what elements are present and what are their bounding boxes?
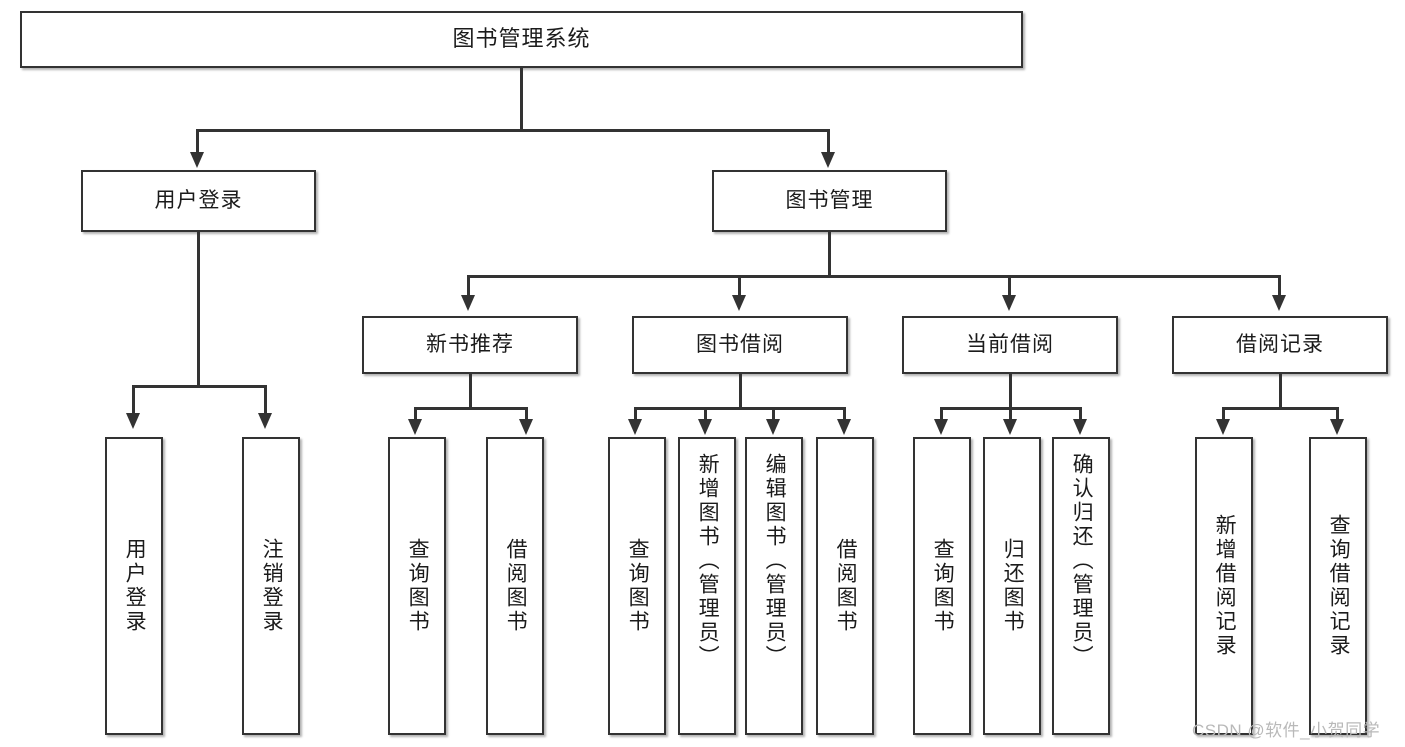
leaf-user-login-login[interactable]: 用户登录 (105, 437, 163, 735)
connector-level3-bus (467, 275, 1280, 278)
node-label: 借阅图书 (834, 538, 858, 634)
arrow-book-borrow-leaf-2 (698, 419, 712, 435)
arrow-to-user-login (190, 152, 204, 168)
node-label: 图书管理系统 (452, 26, 591, 52)
csdn-watermark: CSDN @软件_小贺同学 (1192, 721, 1381, 740)
connector-user-login-bus (132, 385, 267, 388)
node-label: 图书管理 (785, 189, 874, 213)
node-book-management[interactable]: 图书管理 (712, 170, 947, 232)
connector-borrow-record-bus (1222, 407, 1339, 410)
node-label: 注销登录 (260, 538, 284, 634)
connector-book-borrow-drop-1 (634, 407, 637, 421)
leaf-borrow-record-query[interactable]: 查询借阅记录 (1309, 437, 1367, 735)
node-label: 归还图书 (1001, 538, 1025, 634)
node-root-system[interactable]: 图书管理系统 (20, 11, 1023, 68)
arrow-new-book-leaf-2 (519, 419, 533, 435)
connector-user-login-drop-1 (132, 385, 135, 415)
connector-current-borrow-drop-3 (1079, 407, 1082, 421)
connector-level3-drop-2 (738, 275, 741, 297)
connector-level3-drop-1 (467, 275, 470, 297)
arrow-new-book-leaf-1 (408, 419, 422, 435)
arrow-borrow-record-leaf-2 (1330, 419, 1344, 435)
leaf-current-borrow-return[interactable]: 归还图书 (983, 437, 1041, 735)
arrow-to-current-borrow (1002, 295, 1016, 311)
leaf-current-borrow-confirm[interactable]: 确认归还（管理员） (1052, 437, 1110, 735)
node-label: 用户登录 (123, 538, 147, 634)
connector-current-borrow-stem (1009, 374, 1012, 409)
arrow-book-borrow-leaf-4 (837, 419, 851, 435)
leaf-borrow-record-add[interactable]: 新增借阅记录 (1195, 437, 1253, 735)
arrow-to-borrow-record (1272, 295, 1286, 311)
connector-borrow-record-drop-1 (1222, 407, 1225, 421)
connector-user-login-stem (197, 232, 200, 387)
node-label: 查询图书 (406, 538, 430, 634)
node-label: 编辑图书（管理员） (763, 453, 787, 669)
arrow-user-login-leaf-1 (126, 413, 140, 429)
arrow-to-book-borrow (732, 295, 746, 311)
node-label: 查询图书 (931, 538, 955, 634)
connector-level3-drop-3 (1008, 275, 1011, 297)
connector-new-book-drop-2 (525, 407, 528, 421)
leaf-book-borrow-query[interactable]: 查询图书 (608, 437, 666, 735)
arrow-current-borrow-leaf-3 (1073, 419, 1087, 435)
connector-root-stem (520, 68, 523, 131)
leaf-book-borrow-add[interactable]: 新增图书（管理员） (678, 437, 736, 735)
node-label: 新增图书（管理员） (696, 453, 720, 669)
connector-to-book-manage (827, 129, 830, 154)
node-label: 借阅记录 (1236, 333, 1324, 357)
connector-current-borrow-drop-2 (1009, 407, 1012, 421)
node-label: 图书借阅 (696, 333, 784, 357)
arrow-current-borrow-leaf-1 (934, 419, 948, 435)
connector-level2-bus (196, 129, 830, 132)
leaf-new-book-borrow[interactable]: 借阅图书 (486, 437, 544, 735)
node-label: 查询图书 (626, 538, 650, 634)
arrow-book-borrow-leaf-3 (766, 419, 780, 435)
connector-level3-drop-4 (1278, 275, 1281, 297)
connector-borrow-record-drop-2 (1336, 407, 1339, 421)
leaf-book-borrow-edit[interactable]: 编辑图书（管理员） (745, 437, 803, 735)
connector-book-manage-stem (828, 232, 831, 277)
node-label: 新书推荐 (426, 333, 514, 357)
connector-book-borrow-drop-3 (772, 407, 775, 421)
node-label: 新增借阅记录 (1213, 514, 1237, 658)
node-user-login[interactable]: 用户登录 (81, 170, 316, 232)
node-new-book-recommend[interactable]: 新书推荐 (362, 316, 578, 374)
connector-book-borrow-bus (634, 407, 846, 410)
node-current-borrow[interactable]: 当前借阅 (902, 316, 1118, 374)
connector-user-login-drop-2 (264, 385, 267, 415)
node-label: 用户登录 (154, 189, 243, 213)
node-label: 借阅图书 (504, 538, 528, 634)
leaf-user-login-logout[interactable]: 注销登录 (242, 437, 300, 735)
connector-book-borrow-drop-4 (843, 407, 846, 421)
leaf-book-borrow-borrow[interactable]: 借阅图书 (816, 437, 874, 735)
node-label: 当前借阅 (966, 333, 1054, 357)
connector-book-borrow-drop-2 (704, 407, 707, 421)
connector-new-book-drop-1 (414, 407, 417, 421)
node-borrow-record[interactable]: 借阅记录 (1172, 316, 1388, 374)
arrow-to-book-manage (821, 152, 835, 168)
connector-borrow-record-stem (1279, 374, 1282, 409)
node-label: 查询借阅记录 (1327, 514, 1351, 658)
connector-book-borrow-stem (739, 374, 742, 409)
leaf-new-book-query[interactable]: 查询图书 (388, 437, 446, 735)
node-label: 确认归还（管理员） (1070, 453, 1094, 669)
leaf-current-borrow-query[interactable]: 查询图书 (913, 437, 971, 735)
arrow-user-login-leaf-2 (258, 413, 272, 429)
arrow-current-borrow-leaf-2 (1003, 419, 1017, 435)
connector-new-book-bus (414, 407, 528, 410)
arrow-book-borrow-leaf-1 (628, 419, 642, 435)
node-book-borrow[interactable]: 图书借阅 (632, 316, 848, 374)
connector-current-borrow-drop-1 (940, 407, 943, 421)
connector-to-user-login (196, 129, 199, 154)
arrow-to-new-book (461, 295, 475, 311)
arrow-borrow-record-leaf-1 (1216, 419, 1230, 435)
connector-new-book-stem (469, 374, 472, 409)
